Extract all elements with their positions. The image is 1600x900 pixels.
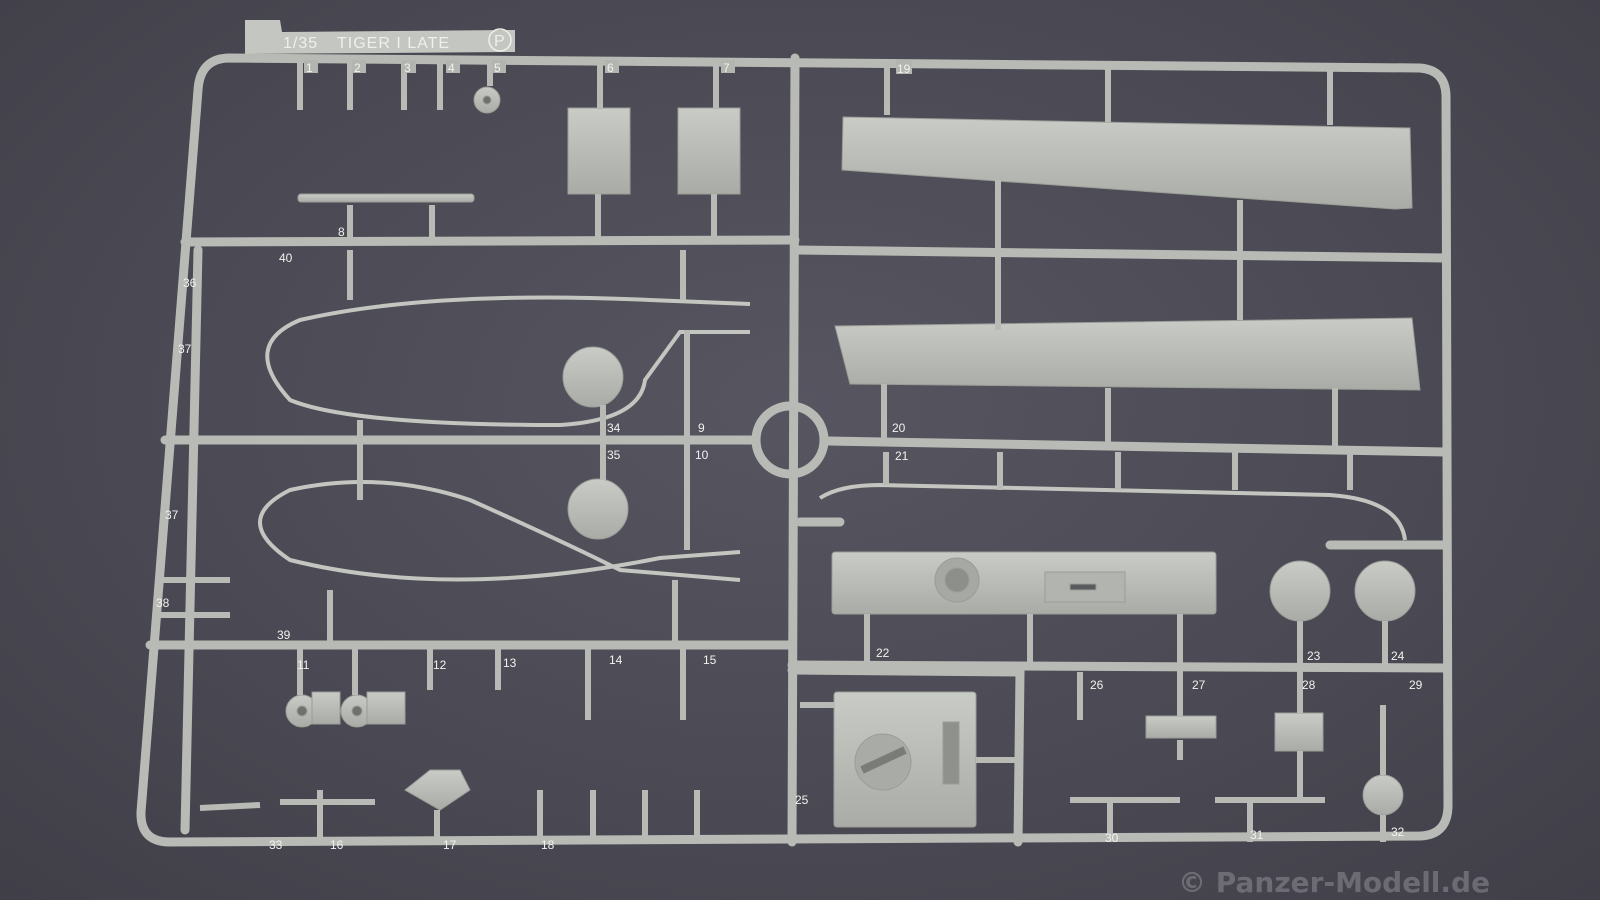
- part-label: 38: [156, 596, 170, 610]
- part-label: 18: [541, 838, 555, 852]
- bar-8: [297, 193, 475, 203]
- tag-mark: P: [494, 33, 506, 50]
- part-label: 11: [297, 658, 310, 672]
- cover-35: [567, 478, 629, 540]
- part-label: 9: [698, 421, 705, 435]
- runners: [136, 53, 1453, 847]
- part-32: [1362, 774, 1404, 816]
- part-label: 27: [1192, 678, 1206, 692]
- center-ring: [751, 401, 829, 479]
- part-label: 10: [695, 448, 709, 462]
- part-label: 2: [354, 61, 361, 75]
- part-label: 21: [895, 449, 909, 463]
- part-label: 4: [448, 61, 455, 75]
- fender-upper: [841, 116, 1413, 210]
- part-label: 24: [1391, 649, 1405, 663]
- runner-bottom-right: [787, 665, 1025, 847]
- part-label: 12: [433, 658, 447, 672]
- runner-right-short: [795, 517, 1451, 550]
- center-divider: [787, 53, 800, 847]
- cable-lower: [258, 480, 741, 582]
- part-label: 26: [1090, 678, 1104, 692]
- fender-lower: [834, 317, 1421, 391]
- hull-plate: [831, 551, 1217, 615]
- hatch-right: [677, 107, 741, 195]
- part-label: 16: [330, 838, 344, 852]
- wire-right: [818, 482, 1407, 541]
- part-label: 37: [178, 342, 192, 356]
- runner-middle-right: [823, 436, 1451, 457]
- part-label: 3: [404, 61, 411, 75]
- part-label: 32: [1391, 825, 1405, 839]
- part-label: 14: [609, 653, 623, 667]
- part-label: 29: [1409, 678, 1423, 692]
- part-label: 6: [607, 61, 614, 75]
- cable-upper: [265, 295, 751, 428]
- bracket-27: [1145, 715, 1217, 739]
- part-label: 30: [1105, 831, 1119, 845]
- watermark: © Panzer-Modell.de: [1178, 866, 1490, 899]
- part-label: 37: [165, 508, 179, 522]
- part-label: 15: [703, 653, 717, 667]
- part-label: 31: [1250, 828, 1264, 842]
- round-23: [1269, 560, 1331, 622]
- gates: [155, 58, 1388, 842]
- part-17: [404, 769, 471, 811]
- part-label: 40: [279, 251, 293, 265]
- part-label: 19: [897, 62, 911, 76]
- hatch-left: [567, 107, 631, 195]
- part-label: 36: [183, 276, 197, 290]
- part-label: 1: [306, 61, 313, 75]
- part-label: 20: [892, 421, 906, 435]
- part-label: 33: [269, 838, 283, 852]
- part-number-labels: 1 2 3 4 5 6 7 19 8 40 36 37 37 38 39 34 …: [156, 60, 1423, 852]
- part-label: 22: [876, 646, 890, 660]
- runner-left-inner: [180, 245, 203, 835]
- part-label: 25: [795, 793, 809, 807]
- part-label: 23: [1307, 649, 1321, 663]
- part-label: 5: [494, 61, 501, 75]
- sprue-tag: 1/35 TIGER I LATE P: [245, 20, 515, 54]
- part-label: 17: [443, 838, 457, 852]
- round-24: [1354, 560, 1416, 622]
- runner-upper-left: [180, 235, 800, 247]
- parts: [285, 86, 1421, 828]
- runner-upper-right: [790, 245, 1451, 263]
- cover-34: [562, 346, 624, 408]
- runner-lower-right: [787, 660, 1451, 673]
- part-label: 34: [607, 421, 621, 435]
- tag-scale: 1/35: [283, 35, 318, 52]
- tag-title: TIGER I LATE: [337, 35, 450, 52]
- part-label: 8: [338, 225, 345, 239]
- part-label: 7: [723, 61, 730, 75]
- part-label: 35: [607, 448, 621, 462]
- box-28: [1274, 712, 1324, 752]
- part-label: 28: [1302, 678, 1316, 692]
- outer-frame: [136, 53, 1453, 847]
- part-label: 13: [503, 656, 517, 670]
- part-label: 39: [277, 628, 291, 642]
- tow-cables: [258, 295, 1407, 582]
